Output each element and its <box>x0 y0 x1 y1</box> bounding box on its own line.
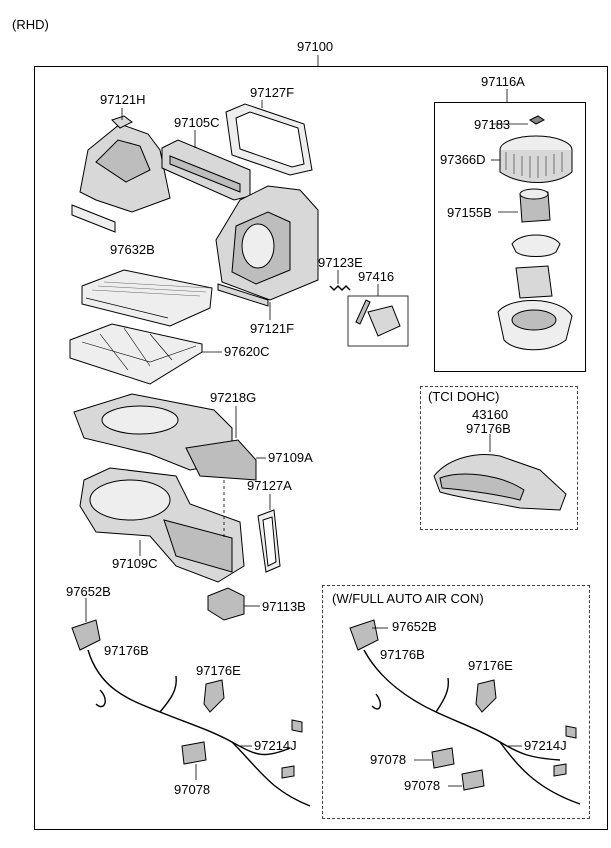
label-97078: 97078 <box>174 782 211 797</box>
label-auto-97652b: 97652B <box>392 619 437 634</box>
tci-duct-43160 <box>433 454 567 511</box>
auto-box-title: (W/FULL AUTO AIR CON) <box>332 591 484 606</box>
tci-dohc-box <box>420 386 578 530</box>
label-auto-97078-b: 97078 <box>404 778 441 793</box>
label-auto-97214j: 97214J <box>524 738 567 753</box>
filter-97632b <box>81 269 213 327</box>
label-97121f: 97121F <box>250 321 295 336</box>
blower-motor-parts <box>497 115 573 351</box>
label-auto-97176b: 97176B <box>380 647 425 662</box>
label-97155b: 97155B <box>447 205 492 220</box>
tci-box-title: (TCI DOHC) <box>428 389 500 404</box>
intake-housing <box>215 185 319 307</box>
spring-97123e <box>329 284 351 292</box>
full-auto-aircon-box <box>322 585 590 819</box>
label-auto-97078-a: 97078 <box>370 752 407 767</box>
label-97176e: 97176E <box>196 663 241 678</box>
filter-frame-97620c <box>69 323 203 385</box>
label-97183: 97183 <box>474 117 511 132</box>
label-97632b: 97632B <box>110 242 155 257</box>
label-97109c: 97109C <box>112 556 158 571</box>
lower-blower-case-97109c <box>79 467 245 583</box>
label-97366d: 97366D <box>440 152 486 167</box>
resistor-97113b <box>207 587 245 621</box>
label-97127a: 97127A <box>247 478 292 493</box>
assembly-frame <box>34 66 608 830</box>
label-97105c: 97105C <box>174 115 220 130</box>
actuator-97416 <box>347 295 409 347</box>
upper-case-97121h <box>71 115 171 233</box>
label-97113b: 97113B <box>262 599 306 614</box>
blower-motor-box <box>434 102 586 372</box>
label-97652b: 97652B <box>66 584 111 599</box>
label-97109a: 97109A <box>268 450 313 465</box>
label-tci-97176b: 97176B <box>466 421 511 436</box>
label-97176b: 97176B <box>104 643 149 658</box>
upper-blower-case-97109a <box>73 393 257 481</box>
label-97121h: 97121H <box>100 92 146 107</box>
label-auto-97176e: 97176E <box>468 658 513 673</box>
label-97416: 97416 <box>358 269 395 284</box>
seal-97127f <box>225 103 313 176</box>
label-97123e: 97123E <box>318 255 363 270</box>
label-97127f: 97127F <box>250 85 295 100</box>
blower-box-title: 97116A <box>481 74 525 89</box>
label-97620c: 97620C <box>224 344 270 359</box>
label-43160: 43160 <box>472 407 509 422</box>
wiring-harness-left <box>71 619 311 807</box>
gasket-97127a <box>257 509 281 573</box>
wiring-harness-auto <box>349 619 581 805</box>
variant-label: (RHD) <box>12 17 49 32</box>
label-97218g: 97218G <box>210 390 257 405</box>
label-97214j: 97214J <box>254 738 297 753</box>
assembly-number: 97100 <box>297 39 334 54</box>
bracket-97105c <box>161 139 251 201</box>
